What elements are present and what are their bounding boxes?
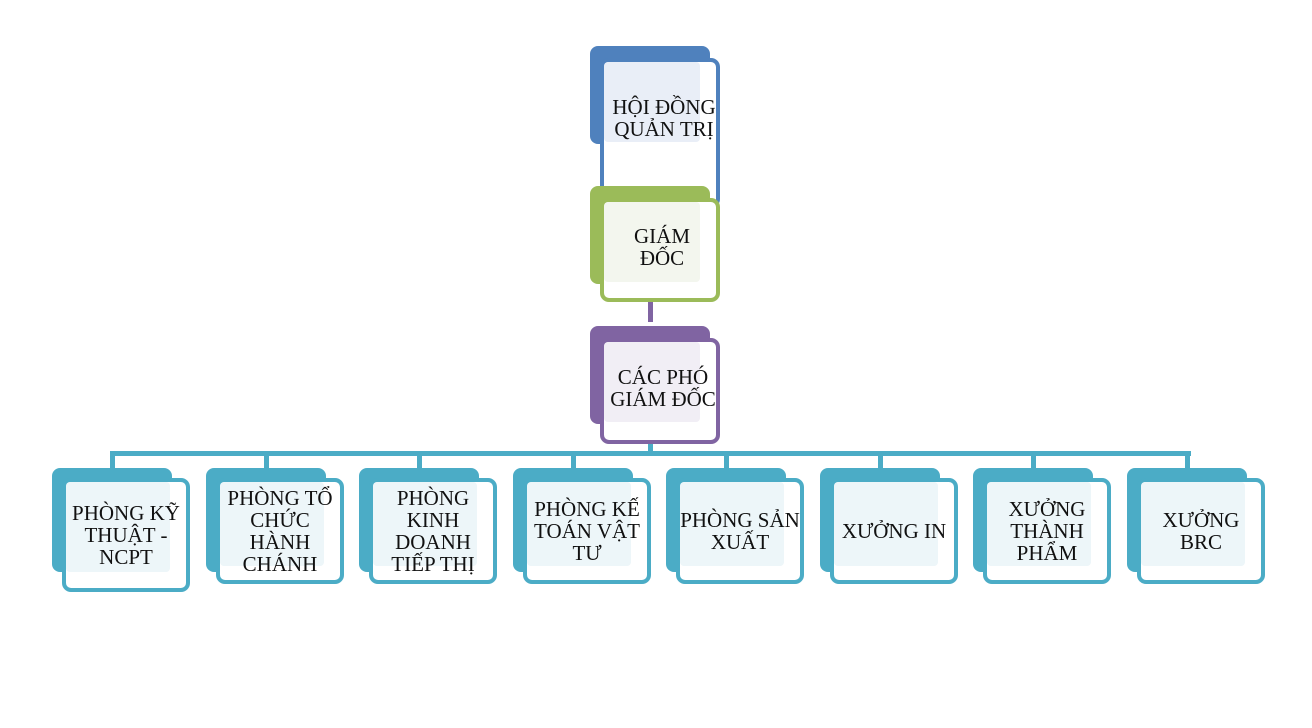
department-label: XƯỞNG BRC — [1162, 508, 1240, 554]
department-label: PHÒNG SẢN XUẤT — [680, 508, 800, 554]
connector-department-drop — [571, 451, 576, 469]
connector-deputies-bus — [648, 440, 653, 454]
connector-department-drop — [264, 451, 269, 469]
connector-department-drop — [110, 451, 115, 469]
connector-department-drop — [724, 451, 729, 469]
department-label: PHÒNG KỸ THUẬT - NCPT — [72, 501, 180, 569]
deputies-label: CÁC PHÓ GIÁM ĐỐC — [610, 365, 716, 411]
connector-director-deputies — [648, 300, 653, 322]
connector-department-drop — [417, 451, 422, 469]
director-label: GIÁM ĐỐC — [634, 224, 690, 270]
department-label: PHÒNG KẾ TOÁN VẬT TƯ — [534, 497, 640, 565]
department-label: XƯỞNG THÀNH PHẨM — [1008, 497, 1086, 565]
department-label: PHÒNG KINH DOANH TIẾP THỊ — [391, 486, 475, 576]
connector-department-drop — [1031, 451, 1036, 469]
board-label: HỘI ĐỒNG QUẢN TRỊ — [612, 95, 716, 141]
connector-department-drop — [1185, 451, 1190, 469]
department-label: PHÒNG TỔ CHỨC HÀNH CHÁNH — [227, 486, 333, 576]
connector-department-drop — [878, 451, 883, 469]
connector-department-bus — [110, 451, 1191, 456]
department-label: XƯỞNG IN — [841, 519, 947, 543]
